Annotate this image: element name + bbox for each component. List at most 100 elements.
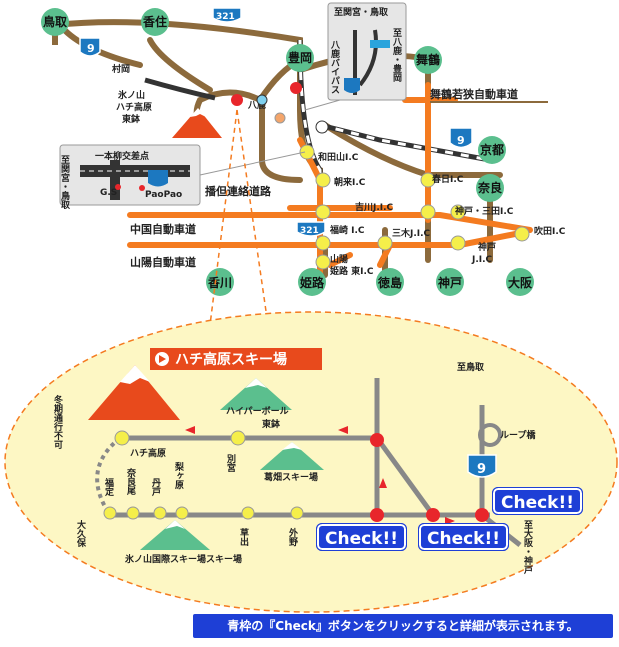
callout-ipponyanagi: 一本柳交差点 至関宮・鳥取 G.S PaoPao — [59, 144, 306, 210]
inset-connector — [209, 109, 269, 326]
inset-title: ハチ高原スキー場 — [150, 348, 322, 370]
svg-text:ハチ高原スキー場: ハチ高原スキー場 — [175, 351, 287, 368]
route-321-shields: 321 321 — [212, 7, 326, 237]
sanyo-label: 山陽自動車道 — [130, 255, 196, 269]
direction-arrows — [185, 426, 455, 525]
svg-text:外野: 外野 — [287, 527, 299, 547]
ski-icon-kuzuhata — [260, 442, 324, 470]
svg-text:一本柳交差点: 一本柳交差点 — [95, 150, 149, 162]
interchange-labels: 和田山I.C 朝来I.C 春日I.C 吉川J.I.C 神戸・三田I.C 福崎 I… — [317, 151, 566, 277]
ski-icon-hyonosen — [140, 520, 210, 550]
murooka-label: 村岡 — [112, 63, 130, 75]
svg-text:舞鶴: 舞鶴 — [415, 52, 440, 67]
svg-text:至鳥取: 至鳥取 — [457, 361, 485, 373]
callout-yoka-bypass: 至関宮・鳥取 八鹿バイパス 至八鹿・豊岡 — [304, 2, 407, 111]
sanyo-himeji-label: 山陽姫路 東I.C — [330, 253, 374, 277]
city-kagawa: 香川 — [206, 268, 234, 296]
maizuru-wakasa-label: 舞鶴若狭自動車道 — [430, 87, 518, 101]
yoka-marker — [256, 94, 268, 106]
city-osaka: 大阪 — [506, 268, 534, 296]
svg-text:氷ノ山国際スキー場スキー場: 氷ノ山国際スキー場スキー場 — [124, 553, 242, 565]
svg-text:香住: 香住 — [142, 14, 167, 29]
svg-text:至関宮・鳥取: 至関宮・鳥取 — [334, 6, 389, 18]
svg-text:神戸: 神戸 — [438, 275, 462, 290]
city-kobe: 神戸 — [436, 268, 464, 296]
svg-text:G.S: G.S — [100, 188, 117, 198]
svg-text:福定: 福定 — [103, 477, 115, 497]
chugoku-label: 中国自動車道 — [130, 222, 196, 236]
winter-closed-road — [95, 436, 122, 517]
hyper-bowl-label: ハイパーボール東鉢 — [226, 405, 289, 430]
city-himeji: 姫路 — [298, 268, 326, 296]
mountain-icon-upper — [172, 108, 222, 138]
city-toyooka: 豊岡 — [286, 44, 314, 72]
svg-text:徳島: 徳島 — [377, 275, 402, 290]
yokawa-label: 吉川J.I.C — [355, 201, 394, 213]
inset-dots — [103, 430, 304, 520]
svg-text:321: 321 — [300, 226, 319, 236]
svg-text:梨ヶ原: 梨ヶ原 — [173, 461, 185, 490]
svg-text:至八鹿・豊岡: 至八鹿・豊岡 — [391, 28, 403, 83]
svg-text:別宮: 別宮 — [225, 453, 237, 473]
svg-text:鳥取: 鳥取 — [43, 14, 67, 29]
svg-text:PaoPao: PaoPao — [145, 190, 182, 200]
check-button-3[interactable]: Check!! — [418, 523, 509, 551]
svg-text:丹戸: 丹戸 — [150, 478, 161, 497]
kobe-sanda-label: 神戸・三田I.C — [455, 205, 514, 217]
miki-label: 三木J.I.C — [392, 227, 431, 239]
wadayama-label: 和田山I.C — [317, 151, 359, 163]
svg-text:大阪: 大阪 — [508, 275, 533, 290]
svg-text:奈良: 奈良 — [477, 180, 502, 195]
svg-text:至大阪・神戸: 至大阪・神戸 — [522, 520, 533, 575]
check-button-1[interactable]: Check!! — [492, 487, 583, 515]
svg-text:八鹿バイパス: 八鹿バイパス — [329, 40, 341, 94]
route-9-shields: 9 9 — [79, 37, 473, 149]
svg-text:草出: 草出 — [238, 527, 249, 547]
highway-labels: 舞鶴若狭自動車道 播但連絡道路 中国自動車道 山陽自動車道 — [130, 87, 548, 269]
hachi-kogen-marker — [231, 94, 243, 106]
svg-text:冬期通行不可: 冬期通行不可 — [52, 394, 64, 450]
interchange-dots — [274, 112, 530, 270]
svg-text:豊岡: 豊岡 — [288, 50, 312, 65]
route-9-shield-east: 9 — [449, 127, 473, 149]
ski-icon-hyper-bowl — [220, 378, 292, 410]
asago-label: 朝来I.C — [334, 176, 366, 188]
svg-text:姫路: 姫路 — [300, 275, 325, 290]
svg-text:至関宮・鳥取: 至関宮・鳥取 — [59, 155, 70, 210]
loop-bridge-road — [478, 423, 502, 447]
svg-text:香川: 香川 — [207, 275, 232, 290]
city-kasumi: 香住 — [141, 8, 169, 36]
city-maizuru: 舞鶴 — [414, 46, 442, 74]
city-tottori: 鳥取 — [41, 8, 69, 36]
svg-text:9: 9 — [477, 462, 486, 477]
city-markers: 鳥取 香住 豊岡 舞鶴 京都 奈良 香川 姫路 徳島 神戸 大阪 — [41, 8, 534, 296]
kasuga-label: 春日I.C — [431, 173, 464, 185]
inset-route-9-shield: 9 — [467, 454, 497, 478]
mountain-icon-inset — [88, 365, 180, 420]
svg-text:葛畑スキー場: 葛畑スキー場 — [263, 471, 318, 483]
svg-text:大久保: 大久保 — [75, 519, 87, 548]
svg-text:奈良尾: 奈良尾 — [125, 467, 137, 496]
route-9-shield-west: 9 — [79, 37, 101, 57]
city-nara: 奈良 — [476, 174, 504, 202]
bantan-label: 播但連絡道路 — [205, 184, 272, 198]
suita-label: 吹田I.C — [534, 225, 566, 237]
upper-places: 村岡 氷ノ山ハチ高原東鉢 八鹿 — [112, 63, 302, 125]
svg-text:9: 9 — [87, 42, 95, 55]
svg-text:ハチ高原: ハチ高原 — [130, 447, 166, 459]
city-kyoto: 京都 — [478, 136, 506, 164]
svg-text:ループ橋: ループ橋 — [500, 429, 536, 441]
fukusaki-label: 福崎 I.C — [329, 224, 365, 236]
check-button-2[interactable]: Check!! — [316, 523, 407, 551]
inset-labels: ハチ高原 別宮 福定 奈良尾 丹戸 梨ヶ原 草出 外野 大久保 冬期通行不可 ル… — [52, 361, 536, 575]
city-tokushima: 徳島 — [376, 268, 404, 296]
check-points — [370, 433, 489, 522]
svg-text:321: 321 — [216, 12, 235, 22]
svg-text:9: 9 — [457, 134, 465, 147]
hyonosen-label: 氷ノ山ハチ高原東鉢 — [116, 89, 152, 125]
svg-text:京都: 京都 — [480, 142, 504, 157]
toyooka-red-marker — [290, 82, 302, 94]
